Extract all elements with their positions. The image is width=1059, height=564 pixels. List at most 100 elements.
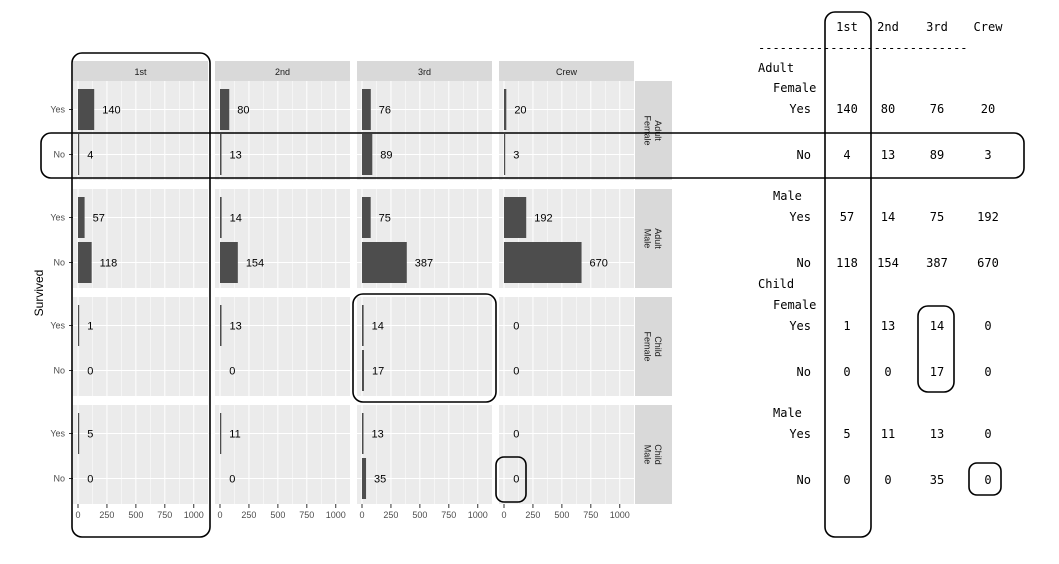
panel-background <box>499 81 634 180</box>
x-tick-label: 750 <box>299 510 314 520</box>
bar <box>504 89 507 130</box>
table-cell: 13 <box>930 427 944 441</box>
table-cell: 0 <box>884 473 891 487</box>
column-strip <box>73 61 208 81</box>
panel-background <box>73 81 208 180</box>
bar <box>220 242 238 283</box>
x-tick-label: 250 <box>383 510 398 520</box>
column-strip <box>215 61 350 81</box>
table-cell: 4 <box>843 148 850 162</box>
table-cell: 57 <box>840 210 854 224</box>
row-strip-label-top: Adult <box>653 228 663 249</box>
highlight-outlines <box>40 11 1025 538</box>
facet-panel: 140 4 <box>73 81 208 180</box>
row-strip <box>635 189 672 288</box>
table-cell: 75 <box>930 210 944 224</box>
facet-panel: 110 <box>215 405 350 504</box>
x-tick-label: 500 <box>554 510 569 520</box>
bar <box>362 350 364 391</box>
table-cell: 387 <box>926 256 948 270</box>
table-cell: 0 <box>984 319 991 333</box>
y-tick-label: Yes <box>50 213 65 223</box>
y-tick-label: Yes <box>50 321 65 331</box>
bar <box>504 197 527 238</box>
facet-panel: 00 <box>499 297 634 396</box>
bar <box>504 134 506 175</box>
table-cell: 13 <box>881 319 895 333</box>
bar <box>362 134 373 175</box>
column-strip-label: 1st <box>134 67 147 77</box>
table-cell: 1 <box>843 319 850 333</box>
table-column-header: Crew <box>974 20 1004 34</box>
highlight-first-class-column-table <box>824 11 872 538</box>
bar-value-label: 4 <box>87 150 93 162</box>
table-separator: ----------------------------- <box>758 41 968 55</box>
panel-background <box>499 405 634 504</box>
table-age-label: Child <box>758 277 794 291</box>
x-tick-label: 1000 <box>468 510 488 520</box>
table-cell: 0 <box>984 427 991 441</box>
bar-value-label: 154 <box>246 258 264 270</box>
bar-value-label: 192 <box>534 213 552 225</box>
bar-value-label: 0 <box>513 474 519 486</box>
table-row-label: Yes <box>789 210 811 224</box>
x-tick-label: 250 <box>241 510 256 520</box>
table-column-header: 3rd <box>926 20 948 34</box>
bar-value-label: 1 <box>87 321 93 333</box>
x-tick-label: 1000 <box>610 510 630 520</box>
bar-value-label: 75 <box>379 213 391 225</box>
facet-panel: 13 0 <box>215 297 350 396</box>
panel-background <box>215 297 350 396</box>
panel-background <box>215 81 350 180</box>
table-sex-label: Male <box>773 189 802 203</box>
panel-background <box>357 297 492 396</box>
table-cell: 11 <box>881 427 895 441</box>
table-cell: 154 <box>877 256 899 270</box>
bar-value-label: 5 <box>87 429 93 441</box>
facet-panel: 203 <box>499 81 634 180</box>
highlight-child-male-crew-no-chart <box>495 456 527 503</box>
bar <box>362 197 371 238</box>
table-cell: 0 <box>843 473 850 487</box>
column-strip-label: 3rd <box>418 67 431 77</box>
highlight-child-male-crew-no-table <box>968 462 1002 496</box>
row-strip <box>635 81 672 180</box>
panel-background <box>499 297 634 396</box>
x-tick-label: 500 <box>270 510 285 520</box>
bar-value-label: 0 <box>513 366 519 378</box>
panel-background <box>357 405 492 504</box>
table-sex-label: Female <box>773 81 816 95</box>
bar-value-label: 670 <box>590 258 608 270</box>
table-cell: 17 <box>930 365 944 379</box>
table-column-header: 1st <box>836 20 858 34</box>
bar-value-label: 20 <box>514 105 526 117</box>
bar-value-label: 0 <box>87 474 93 486</box>
y-tick-label: Yes <box>50 105 65 115</box>
table-cell: 80 <box>881 102 895 116</box>
row-strip <box>635 405 672 504</box>
bar-value-label: 13 <box>230 150 242 162</box>
table-row-label: No <box>797 148 811 162</box>
bar-value-label: 13 <box>230 321 242 333</box>
bar-value-label: 0 <box>513 321 519 333</box>
panel-background <box>73 405 208 504</box>
bar-value-label: 0 <box>87 366 93 378</box>
facet-panel: 10 <box>73 297 208 396</box>
panel-background <box>357 81 492 180</box>
bar-value-label: 140 <box>102 105 120 117</box>
table-cell: 192 <box>977 210 999 224</box>
x-tick-label: 1000 <box>326 510 346 520</box>
bar <box>78 89 95 130</box>
bar-value-label: 0 <box>229 366 235 378</box>
row-strip-label: AdultFemale <box>643 115 663 145</box>
bar-value-label: 17 <box>372 366 384 378</box>
x-tick-label: 250 <box>525 510 540 520</box>
y-tick-label: No <box>53 150 65 160</box>
bar <box>220 134 222 175</box>
